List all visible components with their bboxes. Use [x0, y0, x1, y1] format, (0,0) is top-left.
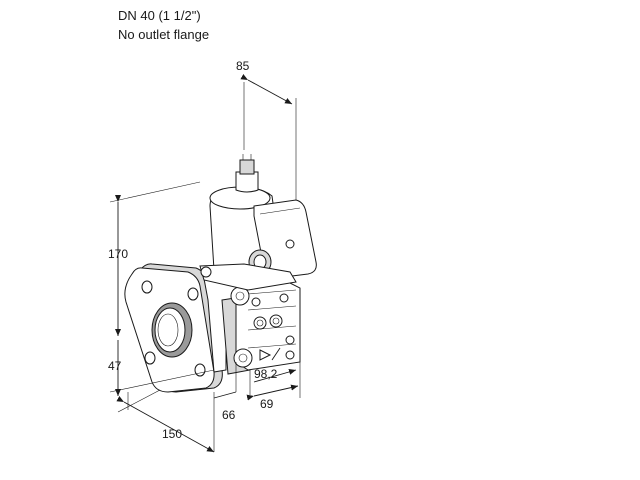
screw [285, 335, 295, 345]
dim-label-69: 69 [260, 397, 274, 411]
bolt-hole [187, 287, 199, 301]
bolt-hole [194, 363, 206, 377]
variant-label: No outlet flange [118, 27, 210, 42]
nut [233, 348, 253, 368]
dim-label-85: 85 [236, 59, 250, 73]
control-module [230, 281, 301, 371]
screw [251, 297, 261, 307]
flow-arrow-icon [259, 349, 272, 361]
solenoid-actuator [199, 154, 317, 291]
dim-label-47: 47 [108, 359, 122, 373]
header: DN 40 (1 1/2") No outlet flange [118, 6, 209, 44]
dim-label-170: 170 [108, 247, 128, 261]
port [269, 314, 283, 328]
dim-line-150 [116, 395, 215, 453]
dimension-lines [109, 74, 301, 453]
size-label: DN 40 (1 1/2") [118, 8, 201, 23]
dim-line-98 [253, 369, 297, 383]
bolt-hole [144, 351, 156, 365]
screw [200, 266, 212, 278]
screw [279, 293, 289, 303]
screw [285, 239, 295, 249]
dim-line-85 [240, 74, 293, 105]
dim-label-66: 66 [222, 408, 236, 422]
valve-body [124, 154, 317, 393]
dim-line-66 [213, 391, 237, 399]
port [253, 316, 267, 330]
connector-plug [239, 159, 255, 175]
dim-label-98-2: 98,2 [254, 367, 278, 381]
dim-line-69 [246, 384, 299, 401]
screw [285, 350, 295, 360]
bolt-hole [141, 280, 153, 294]
dim-label-150: 150 [162, 427, 182, 441]
